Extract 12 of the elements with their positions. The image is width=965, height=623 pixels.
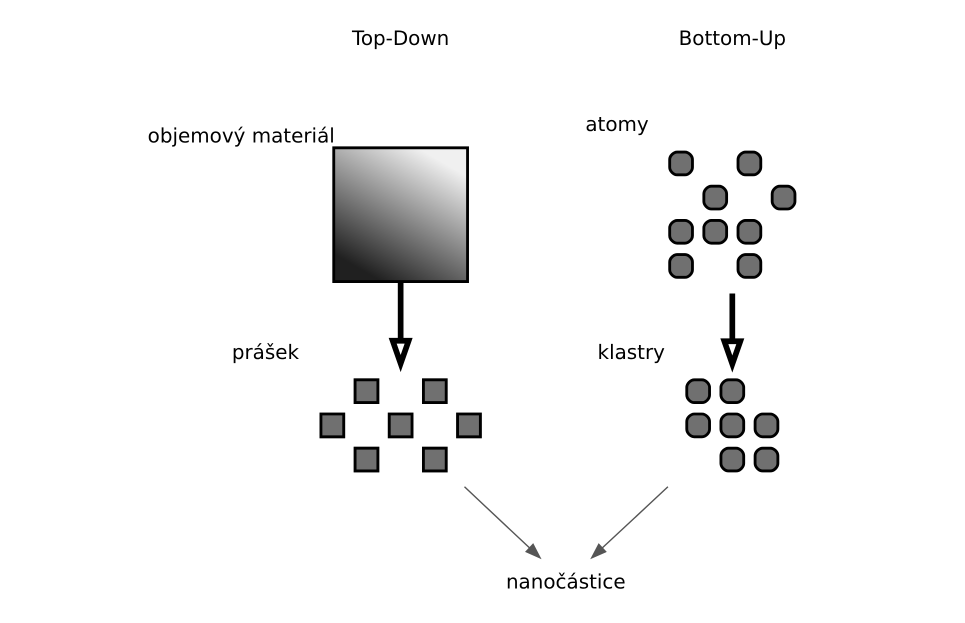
- label: Top-Down: [352, 26, 450, 50]
- node-label: objemový materiál: [148, 124, 335, 148]
- label: Bottom-Up: [678, 26, 786, 50]
- arrow: [388, 282, 413, 372]
- node-text: nanočástice: [506, 570, 626, 594]
- arrow: [720, 294, 744, 373]
- arrow: [590, 486, 668, 560]
- node-label: prášek: [232, 340, 300, 364]
- node-label: klastry: [598, 340, 665, 364]
- node-label: atomy: [585, 113, 649, 136]
- arrow: [464, 486, 542, 560]
- node-picture: [332, 146, 469, 284]
